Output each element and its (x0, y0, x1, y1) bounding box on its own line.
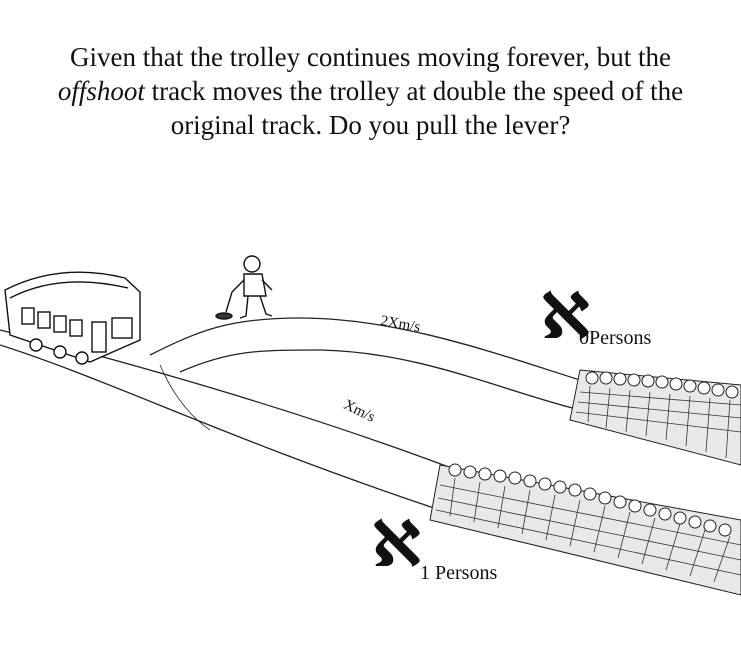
original-track (0, 329, 471, 511)
question-text: Given that the trolley continues moving … (0, 40, 741, 142)
offshoot-track (149, 317, 581, 411)
question-emphasis: offshoot (57, 76, 145, 106)
offshoot-persons-label: 0Persons (579, 327, 652, 349)
lever-person (215, 255, 273, 320)
trolley (4, 271, 141, 365)
original-persons-label: 1 Persons (420, 562, 498, 584)
original-aleph-symbol: ℵ (371, 508, 422, 582)
offshoot-crowd (569, 369, 741, 466)
question-line-3: original track. Do you pull the lever? (170, 110, 571, 140)
offshoot-aleph-symbol: ℵ (540, 280, 591, 354)
question-line-2: track moves the trolley at double the sp… (151, 76, 684, 106)
original-crowd (429, 463, 741, 596)
question-line-1: Given that the trolley continues moving … (69, 42, 671, 72)
